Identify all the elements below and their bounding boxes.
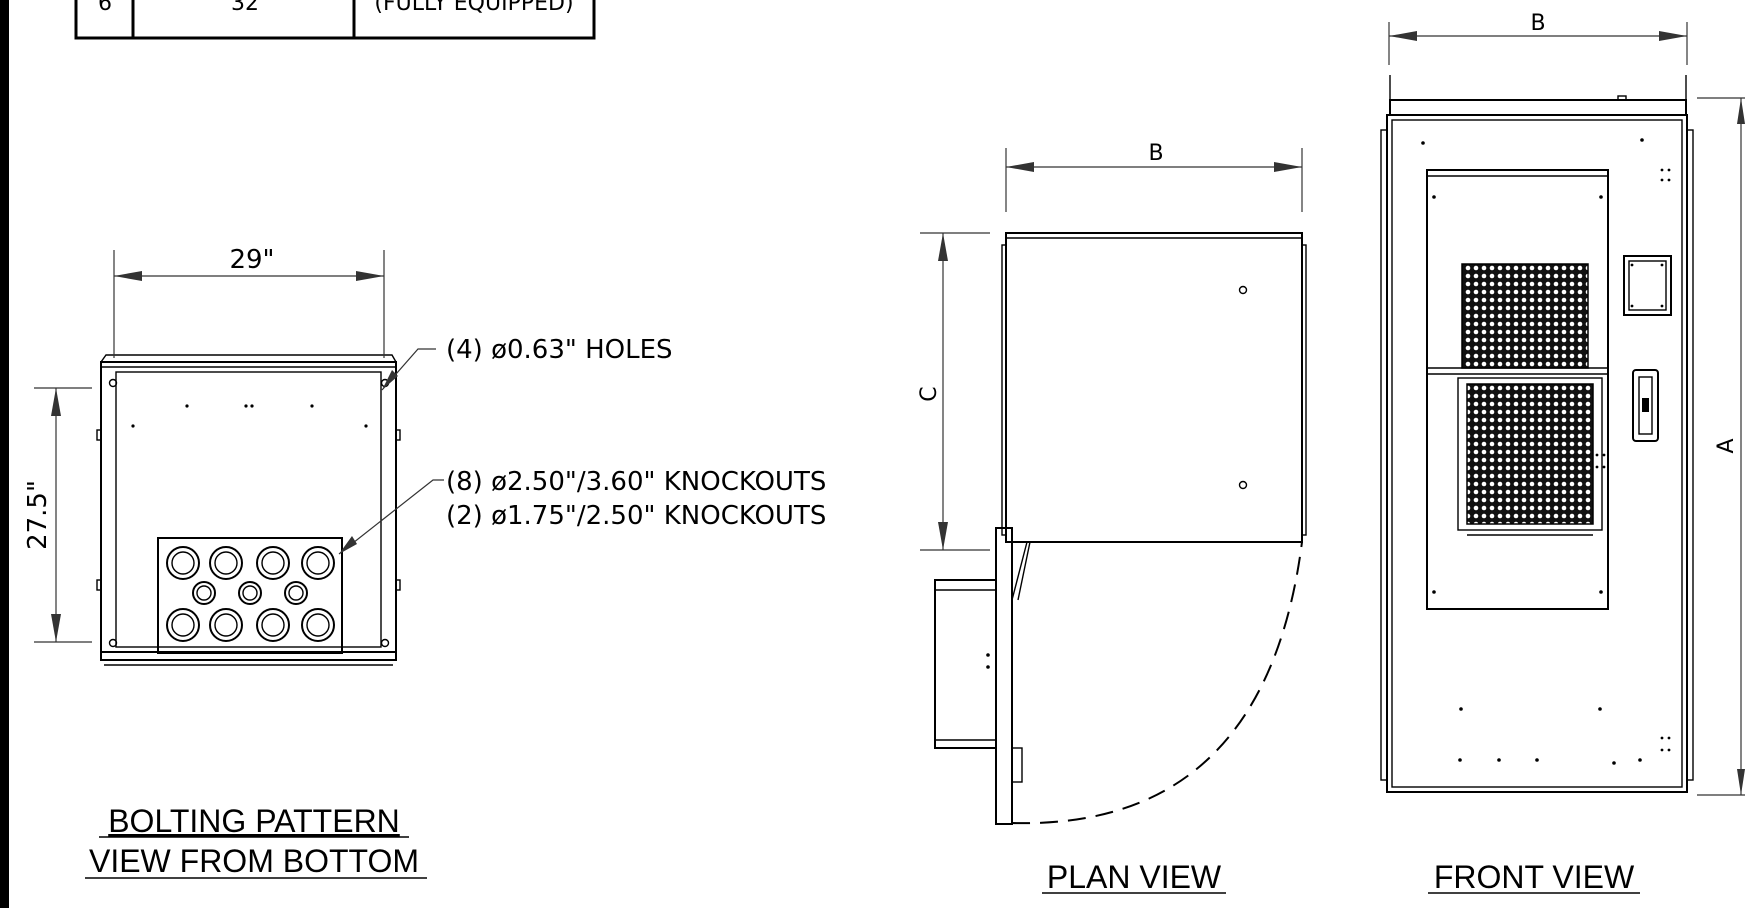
knockout-row-top bbox=[166, 546, 335, 580]
plan-width-dimension: B bbox=[1148, 141, 1163, 166]
bolting-height-dimension: 27.5" bbox=[23, 480, 53, 550]
table-cell-value: 32 bbox=[231, 0, 259, 16]
table-cell-index: 6 bbox=[98, 0, 112, 16]
front-bottom-vent-dots bbox=[1638, 736, 1671, 762]
knockout-row-bottom bbox=[166, 608, 335, 642]
front-mid-vent-dots bbox=[1595, 453, 1606, 469]
bolting-width-dimension: 29" bbox=[229, 245, 274, 275]
front-height-dimension: A bbox=[1714, 438, 1739, 453]
door-handle bbox=[1632, 369, 1659, 442]
front-view-title: FRONT VIEW bbox=[1434, 859, 1635, 895]
bolting-view-title-line1: BOLTING PATTERN bbox=[108, 803, 400, 839]
callout-knockouts-small: (2) ø1.75"/2.50" KNOCKOUTS bbox=[446, 501, 826, 531]
plan-view: B C bbox=[917, 141, 1307, 825]
sheet-border-left bbox=[0, 0, 9, 908]
front-top-vent-dots bbox=[1660, 168, 1671, 182]
bolting-pattern-view: 29" 27.5" bbox=[23, 245, 444, 666]
upper-grille bbox=[1461, 263, 1589, 369]
callout-holes: (4) ø0.63" HOLES bbox=[446, 335, 673, 365]
plan-view-title: PLAN VIEW bbox=[1047, 859, 1222, 895]
table-cell-note: (FULLY EQUIPPED) bbox=[374, 0, 573, 16]
knockout-row-middle bbox=[192, 581, 308, 605]
bolting-view-title-line2: VIEW FROM BOTTOM bbox=[89, 843, 419, 879]
front-width-dimension: B bbox=[1530, 11, 1545, 36]
front-view: B A bbox=[1380, 11, 1745, 796]
spec-table: 6 32 (FULLY EQUIPPED) bbox=[74, 0, 596, 40]
lower-grille bbox=[1466, 383, 1594, 525]
callout-knockouts-large: (8) ø2.50"/3.60" KNOCKOUTS bbox=[446, 467, 826, 497]
plan-depth-dimension: C bbox=[917, 386, 942, 401]
